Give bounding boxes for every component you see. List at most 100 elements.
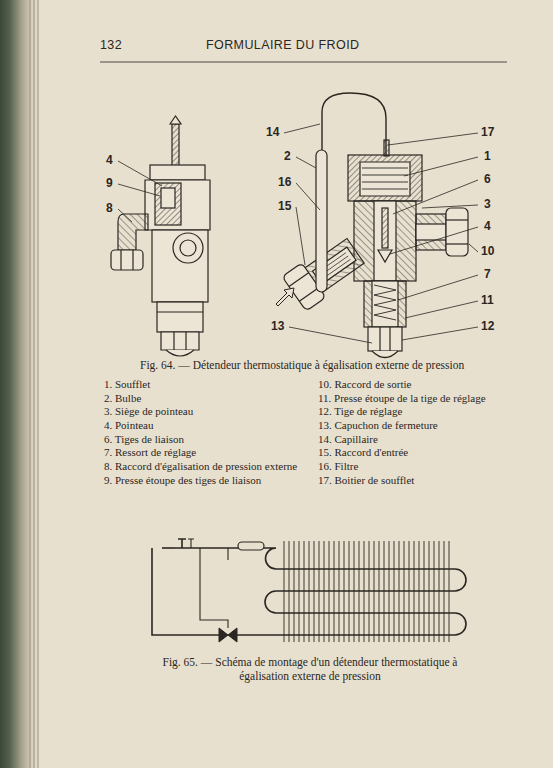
evaporator-schematic-part (219, 628, 237, 642)
leader-lines-left-part (118, 209, 132, 222)
parts-list-item: 7. Ressort de réglage (104, 446, 327, 459)
callout-number: 11 (481, 293, 494, 307)
valve-section-part (372, 281, 398, 327)
evaporator-fin (379, 541, 380, 642)
running-header: FORMULAIRE DU FROID (206, 38, 406, 53)
leader-lines-right-part (393, 180, 478, 214)
evaporator-fin (389, 541, 390, 642)
evaporator-fin (349, 541, 350, 642)
valve-section-part (378, 250, 392, 262)
parts-list-item: 4. Pointeau (104, 419, 327, 432)
evaporator-fin (384, 541, 385, 642)
leader-lines-right-part (390, 227, 478, 254)
leader-lines-right-part (402, 327, 478, 340)
valve-section-part (382, 208, 388, 248)
leader-lines-right-part (296, 157, 316, 168)
leader-lines-right-part (284, 124, 320, 133)
valve-side-view-part (155, 183, 181, 225)
evaporator-fin (354, 541, 355, 642)
valve-section-part (446, 243, 468, 244)
valve-section-part (348, 155, 422, 201)
valve-section-part (316, 150, 327, 292)
parts-list-item: 12. Tige de réglage (318, 405, 533, 418)
valve-side-view (111, 116, 210, 356)
evaporator-fin (439, 541, 440, 642)
evaporator-fin (299, 541, 300, 642)
evaporator-schematic-part (162, 547, 175, 549)
parts-list-item: 14. Capillaire (318, 433, 533, 446)
callout-number: 15 (278, 199, 291, 213)
evaporator-fin (419, 541, 420, 642)
page-edges-part (34, 0, 35, 768)
valve-section-part (446, 208, 468, 256)
valve-section-part (362, 168, 408, 189)
leader-lines-right-part (398, 275, 478, 300)
evaporator-fin (309, 541, 310, 642)
evaporator-schematic-part (152, 548, 219, 635)
valve-side-view-part (172, 124, 179, 166)
valve-side-view-part (173, 233, 203, 263)
callout-number: 9 (106, 176, 113, 190)
evaporator-schematic-part (200, 548, 228, 628)
valve-section-part (374, 285, 396, 320)
parts-list-item: 8. Raccord d'égalisation de pression ext… (104, 460, 327, 473)
leader-lines-right-part (289, 327, 372, 343)
callout-number: 14 (266, 125, 279, 139)
callout-number: 4 (106, 153, 113, 167)
valve-section-part (360, 162, 410, 196)
valve-side-view-part (150, 165, 205, 180)
evaporator-schematic-part (284, 541, 449, 642)
leader-lines-left (118, 161, 162, 222)
valve-side-view-part (173, 332, 174, 350)
leader-lines-right-part (422, 205, 478, 208)
evaporator-fin (294, 541, 295, 642)
page-edges (30, 0, 38, 768)
evaporator-fin (409, 541, 410, 642)
valve-side-view-part (157, 311, 203, 312)
valve-section-part (354, 201, 416, 281)
callout-number: 1 (484, 149, 491, 163)
parts-list-item: 1. Soufflet (104, 378, 327, 391)
evaporator-fin (319, 541, 320, 642)
valve-section-part (446, 219, 468, 220)
evaporator-fin (339, 541, 340, 642)
page-edges-part (38, 0, 39, 768)
evaporator-fin (399, 541, 400, 642)
parts-list-item: 17. Boitier de soufflet (318, 474, 533, 487)
leader-lines-left-part (118, 161, 162, 186)
leader-lines-right-part (296, 183, 320, 210)
valve-side-view-part (161, 332, 199, 350)
valve-section (276, 93, 468, 358)
evaporator-fin (334, 541, 335, 642)
valve-side-view-part (111, 250, 143, 270)
valve-section-part (389, 327, 390, 351)
callout-number: 10 (481, 244, 494, 258)
callout-number: 4 (484, 219, 491, 233)
parts-list-item: 16. Filtre (318, 460, 533, 473)
evaporator-schematic-part (178, 539, 186, 548)
callout-number: 3 (484, 197, 491, 211)
valve-side-view-part (118, 214, 148, 250)
callout-number: 12 (481, 319, 494, 333)
evaporator-fin (424, 541, 425, 642)
evaporator-fin (359, 541, 360, 642)
evaporator-schematic (152, 539, 466, 642)
leader-lines-right (284, 124, 478, 343)
callout-number: 8 (106, 201, 113, 215)
evaporator-fin (414, 541, 415, 642)
parts-list-item: 9. Presse étoupe des tiges de liaison (104, 474, 327, 487)
evaporator-fin (429, 541, 430, 642)
evaporator-fin (344, 541, 345, 642)
header-rule (100, 62, 507, 63)
valve-section-part (379, 327, 380, 351)
evaporator-fin (449, 541, 450, 642)
valve-section-part (322, 93, 386, 156)
valve-section-part (276, 288, 294, 306)
valve-section-part (416, 224, 446, 240)
evaporator-fin (304, 541, 305, 642)
evaporator-fin (314, 541, 315, 642)
valve-side-view-part (161, 188, 175, 208)
evaporator-fin (329, 541, 330, 642)
callout-number: 2 (284, 149, 291, 163)
